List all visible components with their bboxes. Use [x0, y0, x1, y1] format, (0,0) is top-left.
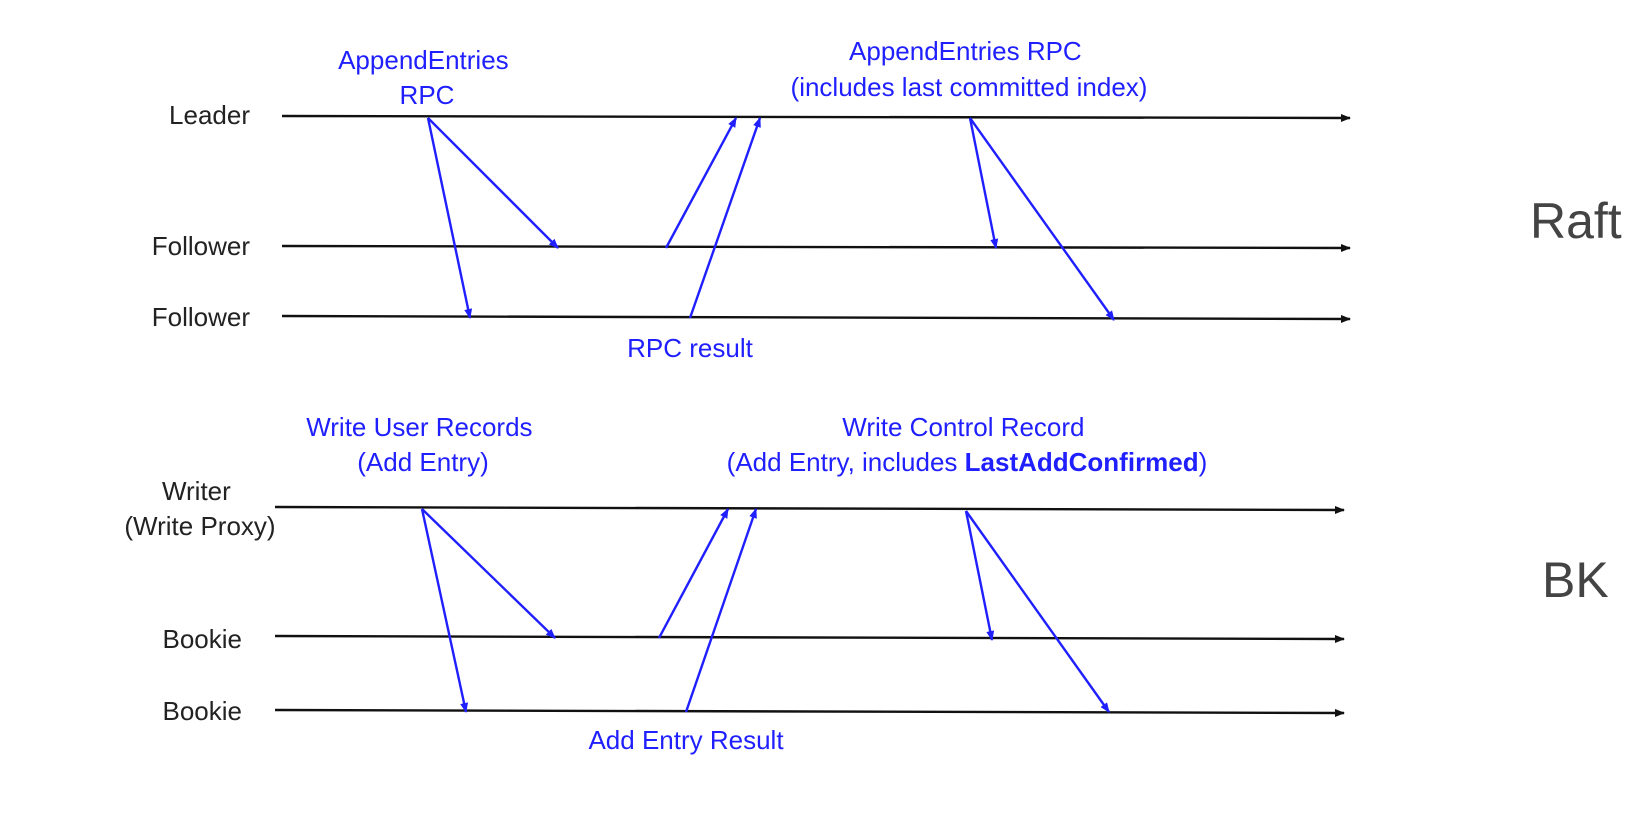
bookie-1-label: Bookie — [163, 624, 243, 654]
append-rpc-label-line2: RPC — [400, 80, 455, 110]
append-rpc-label: AppendEntries RPC — [338, 45, 516, 110]
write-user-records-label-line1: Write User Records — [306, 412, 532, 442]
follower-2-timeline — [281, 314, 1351, 323]
write-control-record-label-prefix: (Add Entry, includes — [727, 447, 965, 477]
write-user-records-label-line2: (Add Entry) — [357, 447, 489, 477]
leader-label: Leader — [169, 100, 250, 130]
append-rpc-to-follower-1-arrow — [427, 117, 559, 249]
control-record-to-bookie-1-arrow — [964, 510, 995, 641]
append-rpc-commit-label: AppendEntries RPC (includes last committ… — [791, 36, 1148, 102]
bookie-2-result-arrow — [684, 508, 758, 713]
writer-label: Writer (Write Proxy) — [124, 476, 275, 541]
bookie-2-timeline — [274, 708, 1345, 717]
write-user-records-label: Write User Records (Add Entry) — [306, 412, 540, 477]
last-add-confirmed-label: LastAddConfirmed — [965, 447, 1199, 477]
writer-timeline — [274, 505, 1345, 514]
follower-1-label: Follower — [152, 231, 251, 261]
commit-rpc-to-follower-1-arrow — [968, 117, 999, 249]
append-rpc-commit-label-line2: (includes last committed index) — [791, 72, 1148, 102]
raft-section: Leader Follower Follower AppendEntries R… — [152, 36, 1622, 363]
control-record-to-bookie-2-arrow — [965, 510, 1110, 713]
writer-label-line1: Writer — [162, 476, 231, 506]
bk-section: Writer (Write Proxy) Bookie Bookie Write… — [124, 412, 1608, 755]
write-user-to-bookie-2-arrow — [420, 508, 469, 713]
add-entry-result-label: Add Entry Result — [588, 725, 784, 755]
leader-timeline — [281, 113, 1351, 122]
bk-section-label: BK — [1542, 552, 1609, 608]
write-user-to-bookie-1-arrow — [421, 508, 556, 639]
append-rpc-to-follower-2-arrow — [426, 117, 473, 319]
follower-2-label: Follower — [152, 302, 251, 332]
bookie-2-label: Bookie — [163, 696, 243, 726]
follower-1-timeline — [281, 243, 1351, 252]
follower-1-result-arrow — [664, 117, 738, 249]
bookie-1-timeline — [274, 634, 1345, 643]
rpc-result-label: RPC result — [627, 333, 753, 363]
commit-rpc-to-follower-2-arrow — [969, 117, 1115, 321]
append-rpc-commit-label-line1: AppendEntries RPC — [849, 36, 1082, 66]
write-control-record-label: Write Control Record (Add Entry, include… — [727, 412, 1208, 477]
follower-2-result-arrow — [688, 117, 762, 319]
append-rpc-label-line1: AppendEntries — [338, 45, 509, 75]
bookie-1-result-arrow — [657, 508, 730, 639]
write-control-record-label-line2: (Add Entry, includes LastAddConfirmed) — [727, 447, 1208, 477]
write-control-record-label-line1: Write Control Record — [842, 412, 1084, 442]
raft-section-label: Raft — [1530, 193, 1622, 249]
writer-label-line2: (Write Proxy) — [124, 511, 275, 541]
write-control-record-label-suffix: ) — [1199, 447, 1208, 477]
